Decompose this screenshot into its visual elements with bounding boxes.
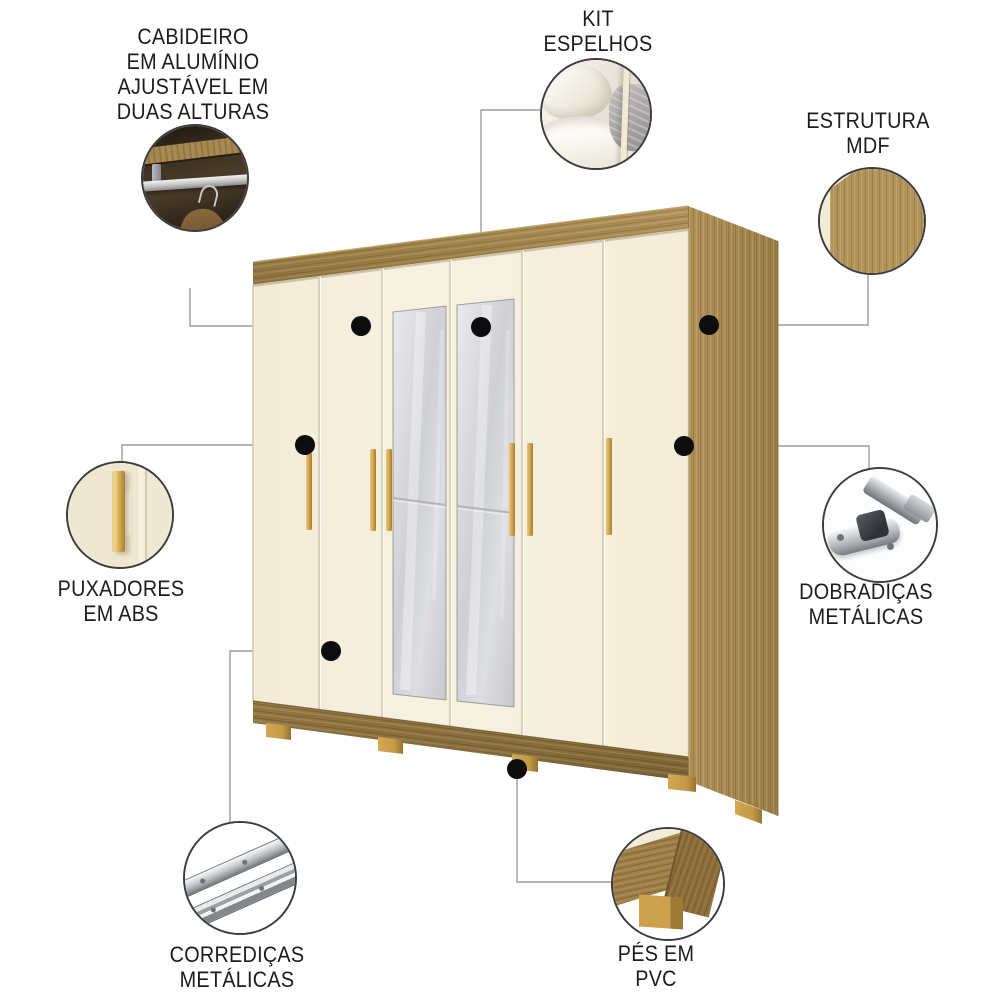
wardrobe-foot — [378, 737, 403, 754]
door-handle-6 — [606, 438, 612, 535]
callout-dots — [295, 315, 719, 779]
hinge-screw-graphic — [837, 533, 845, 541]
callout-label-dobradicas: DOBRADIÇAS METÁLICAS — [799, 579, 933, 629]
door-handle-1 — [306, 453, 312, 530]
abs-handle-graphic — [111, 471, 125, 553]
inset-corredicas-photo — [183, 821, 297, 935]
callout-label-kit-espelhos: KIT ESPELHOS — [543, 6, 653, 56]
callout-dot-pes — [507, 759, 527, 779]
callout-label-estrutura-mdf: ESTRUTURA MDF — [806, 108, 930, 158]
callout-dot-estrutura — [699, 315, 719, 335]
wardrobe-foot — [266, 723, 291, 740]
callout-dot-puxadores — [295, 435, 315, 455]
door-seams — [318, 239, 604, 747]
rail-bracket-graphic — [152, 164, 162, 185]
inset-estrutura-mdf-photo — [818, 167, 926, 275]
door-seam-graphic — [144, 463, 147, 567]
inset-pes-pvc-photo — [611, 827, 725, 941]
hinge-screw-graphic — [886, 542, 894, 550]
callout-line-pes — [516, 769, 612, 883]
door-handle-2 — [370, 449, 376, 531]
callout-label-cabideiro: CABIDEIRO EM ALUMÍNIO AJUSTÁVEL EM DUAS … — [116, 24, 270, 124]
pvc-foot-graphic — [639, 894, 684, 930]
door-handle-3 — [386, 449, 392, 531]
mirror-right-door — [456, 298, 515, 708]
inset-cabideiro-photo — [141, 124, 249, 232]
callout-line-puxadores — [121, 444, 305, 462]
inset-puxadores-photo — [66, 461, 174, 569]
callout-dot-cabideiro — [351, 316, 371, 336]
callout-dot-corredicas — [321, 641, 341, 661]
wardrobe-top-panel — [252, 205, 689, 285]
wardrobe-foot — [668, 774, 696, 792]
door-seam-highlights — [320, 239, 605, 747]
callout-label-pes-pvc: PÉS EM PVC — [617, 941, 695, 991]
blanket-graphic — [608, 83, 650, 151]
wardrobe-base-panel — [252, 700, 689, 781]
mdf-wood-graphic — [830, 169, 924, 273]
door-handle-4 — [509, 443, 515, 536]
callout-dot-dobradicas — [674, 436, 694, 456]
mirror-left-door — [392, 305, 447, 701]
inset-kit-espelhos-photo — [540, 58, 652, 170]
callout-label-corredicas: CORREDIÇAS METÁLICAS — [169, 942, 305, 992]
inset-dobradicas-photo — [822, 467, 938, 583]
handle-recess-graphic — [123, 491, 131, 535]
wardrobe-side-panel — [687, 206, 779, 816]
door-handles — [306, 438, 612, 536]
callout-dot-kit-espelhos — [471, 317, 491, 337]
callout-label-puxadores: PUXADORES EM ABS — [57, 576, 185, 626]
door-handle-5 — [527, 443, 533, 536]
wardrobe-foot — [735, 800, 762, 824]
